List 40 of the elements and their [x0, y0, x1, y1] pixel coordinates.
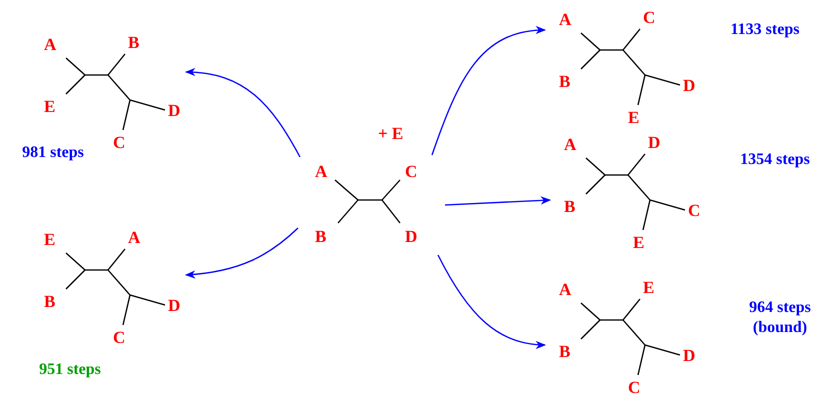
taxon-label: E: [633, 234, 644, 252]
arrow: [184, 68, 301, 158]
taxon-label: C: [688, 202, 700, 220]
taxon-label: D: [683, 347, 696, 365]
taxon-label: C: [113, 329, 126, 347]
step-count: 1354 steps: [739, 150, 811, 170]
taxon-label: E: [44, 98, 56, 116]
taxon-label: D: [405, 228, 418, 246]
taxon-label: D: [683, 77, 696, 95]
taxon-label: B: [559, 73, 570, 91]
addition-label: + E: [378, 125, 404, 143]
step-count: 1133 steps: [730, 20, 800, 40]
taxon-label: A: [315, 163, 328, 181]
taxon-label: B: [315, 228, 326, 246]
taxon-label: D: [168, 102, 180, 120]
taxon-label: B: [44, 293, 56, 311]
taxon-label: C: [113, 134, 126, 152]
taxon-label: C: [628, 379, 640, 397]
taxon-label: A: [44, 36, 56, 54]
taxon-label: B: [564, 198, 576, 216]
step-count: 981 steps: [21, 143, 85, 163]
taxon-label: E: [643, 279, 654, 297]
taxon-label: B: [128, 34, 140, 52]
taxon-label: A: [559, 281, 572, 299]
taxon-label: A: [564, 136, 576, 154]
taxon-label: D: [168, 297, 180, 315]
arrow: [431, 26, 546, 156]
taxon-label: A: [559, 11, 572, 29]
arrow: [184, 228, 298, 278]
taxon-label: D: [648, 134, 660, 152]
taxon-label: C: [405, 163, 418, 181]
step-count: 964 steps (bound): [748, 298, 812, 338]
taxon-label: C: [643, 9, 656, 27]
taxon-label: E: [44, 231, 56, 249]
taxon-label: A: [128, 229, 140, 247]
arrow: [444, 196, 552, 206]
arrow: [437, 254, 546, 349]
taxon-label: E: [628, 109, 640, 127]
step-count: 951 steps: [38, 360, 102, 380]
taxon-label: B: [559, 343, 570, 361]
